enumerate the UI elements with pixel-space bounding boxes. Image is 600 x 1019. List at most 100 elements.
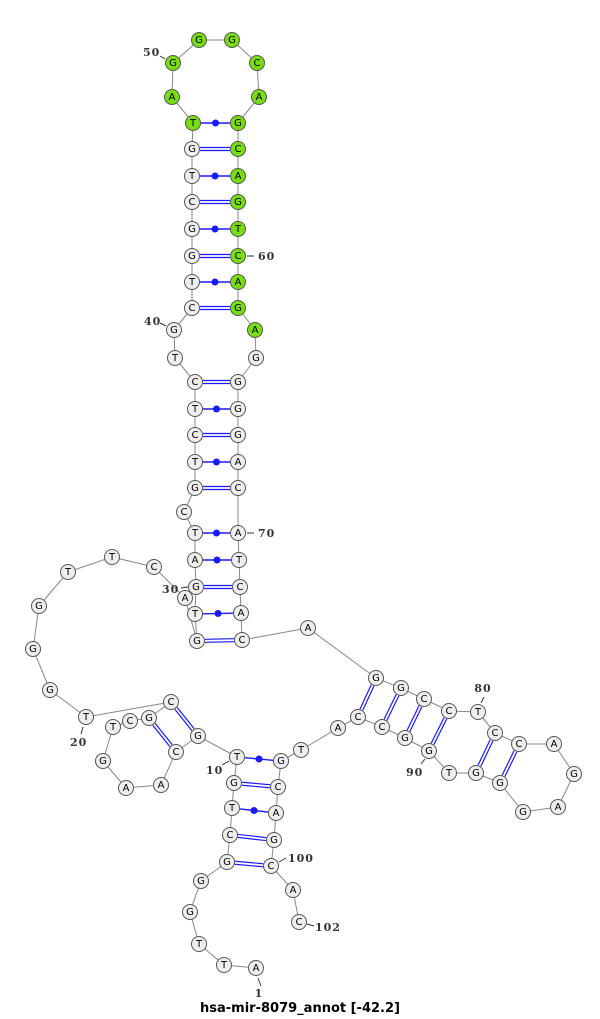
nucleotide-circle bbox=[441, 765, 457, 781]
nucleotide-circle bbox=[230, 274, 246, 290]
nucleotide-letter: G bbox=[230, 778, 238, 789]
nucleotide-61: A bbox=[230, 274, 246, 290]
nucleotide-24: T bbox=[60, 564, 76, 580]
nucleotide-circle bbox=[176, 504, 192, 520]
nucleotide-30: G bbox=[188, 579, 204, 595]
nucleotide-72: C bbox=[232, 579, 248, 595]
nucleotide-letter: A bbox=[182, 593, 189, 604]
nucleotide-circle bbox=[487, 725, 503, 741]
nucleotide-41: C bbox=[184, 300, 200, 316]
nucleotide-3: T bbox=[191, 936, 207, 952]
nucleotide-circle bbox=[78, 709, 94, 725]
nucleotide-circle bbox=[25, 641, 41, 657]
nucleotide-circle bbox=[193, 873, 209, 889]
nucleotide-71: T bbox=[231, 552, 247, 568]
nucleotide-letter: T bbox=[220, 960, 228, 971]
backbone-segment bbox=[85, 701, 172, 718]
nucleotide-circle bbox=[187, 454, 203, 470]
pair-bond bbox=[235, 860, 264, 865]
nucleotide-9: G bbox=[226, 775, 242, 791]
nucleotide-circle bbox=[263, 858, 279, 874]
nucleotide-letter: A bbox=[555, 802, 562, 813]
index-tick bbox=[306, 923, 315, 927]
nucleotide-circle bbox=[393, 680, 409, 696]
nucleotide-92: C bbox=[374, 719, 390, 735]
nucleotide-circle bbox=[230, 141, 246, 157]
pair-bond bbox=[152, 724, 171, 748]
nucleotide-33: C bbox=[176, 504, 192, 520]
base-pair bbox=[430, 717, 448, 745]
wobble-dot bbox=[250, 807, 258, 814]
nucleotide-22: G bbox=[25, 641, 41, 657]
nucleotide-letter: G bbox=[188, 251, 196, 262]
nucleotide-circle bbox=[266, 832, 282, 848]
nucleotide-letter: G bbox=[169, 58, 177, 69]
base-pair bbox=[204, 638, 235, 643]
nucleotide-35: T bbox=[187, 454, 203, 470]
base-pair bbox=[359, 684, 375, 711]
nucleotide-51: G bbox=[191, 32, 207, 48]
nucleotide-letter: C bbox=[189, 197, 196, 208]
nucleotide-letter: C bbox=[235, 144, 242, 155]
pair-bond bbox=[383, 694, 397, 720]
base-pair bbox=[202, 610, 234, 617]
nucleotide-circle bbox=[416, 691, 432, 707]
nucleotide-53: C bbox=[249, 55, 265, 71]
nucleotide-letter: C bbox=[227, 830, 234, 841]
nucleotide-62: G bbox=[230, 300, 246, 316]
nucleotide-letter: T bbox=[445, 768, 453, 779]
nucleotide-letter: G bbox=[46, 685, 54, 696]
nucleotide-40: G bbox=[166, 322, 182, 338]
nucleotide-letter: G bbox=[397, 683, 405, 694]
nucleotide-5: G bbox=[193, 873, 209, 889]
nucleotide-letter: C bbox=[192, 430, 199, 441]
nucleotide-letter: T bbox=[228, 803, 236, 814]
nucleotide-letter: G bbox=[223, 857, 231, 868]
base-pair bbox=[203, 432, 230, 438]
pair-bond bbox=[359, 684, 372, 710]
index-tick bbox=[180, 586, 189, 589]
base-pair bbox=[237, 833, 267, 842]
index-label-20: 20 bbox=[70, 736, 87, 749]
pair-bond bbox=[242, 781, 271, 786]
base-pair bbox=[204, 584, 232, 590]
nucleotide-letter: A bbox=[305, 623, 312, 634]
nucleotide-43: G bbox=[184, 248, 200, 264]
nucleotide-circle bbox=[187, 480, 203, 496]
pair-bond bbox=[501, 750, 515, 776]
nucleotide-64: G bbox=[248, 350, 264, 366]
nucleotide-circle bbox=[187, 374, 203, 390]
nucleotide-6: G bbox=[219, 854, 235, 870]
nucleotide-44: G bbox=[184, 221, 200, 237]
index-label-1: 1 bbox=[255, 987, 264, 1000]
nucleotide-letter: T bbox=[191, 528, 199, 539]
nucleotide-80: T bbox=[470, 704, 486, 720]
index-label-30: 30 bbox=[162, 583, 179, 596]
nucleotide-circle bbox=[230, 115, 246, 131]
nucleotide-circle bbox=[300, 620, 316, 636]
nucleotide-78: C bbox=[416, 691, 432, 707]
nucleotide-86: G bbox=[515, 804, 531, 820]
nucleotide-circle bbox=[293, 742, 309, 758]
nucleotide-letter: T bbox=[233, 752, 241, 763]
nucleotide-letter: C bbox=[189, 303, 196, 314]
nucleotide-letter: C bbox=[446, 706, 453, 717]
nucleotide-letter: G bbox=[234, 430, 242, 441]
nucleotide-50: G bbox=[165, 55, 181, 71]
nucleotide-letter: G bbox=[191, 483, 199, 494]
base-pair bbox=[203, 485, 230, 491]
nucleotide-85: A bbox=[550, 799, 566, 815]
nucleotide-letter: G bbox=[252, 353, 260, 364]
wobble-dot bbox=[211, 225, 219, 233]
nucleotide-letter: T bbox=[191, 609, 199, 620]
nucleotide-letter: G bbox=[234, 377, 242, 388]
nucleotide-circle bbox=[184, 141, 200, 157]
nucleotide-letter: G bbox=[270, 835, 278, 846]
nucleotide-letter: G bbox=[170, 325, 178, 336]
nucleotide-93: C bbox=[350, 709, 366, 725]
nucleotide-circle bbox=[188, 579, 204, 595]
index-label-100: 100 bbox=[288, 852, 314, 865]
nucleotide-12: C bbox=[168, 744, 184, 760]
nucleotide-letter: T bbox=[109, 722, 117, 733]
nucleotide-circle bbox=[251, 89, 267, 105]
